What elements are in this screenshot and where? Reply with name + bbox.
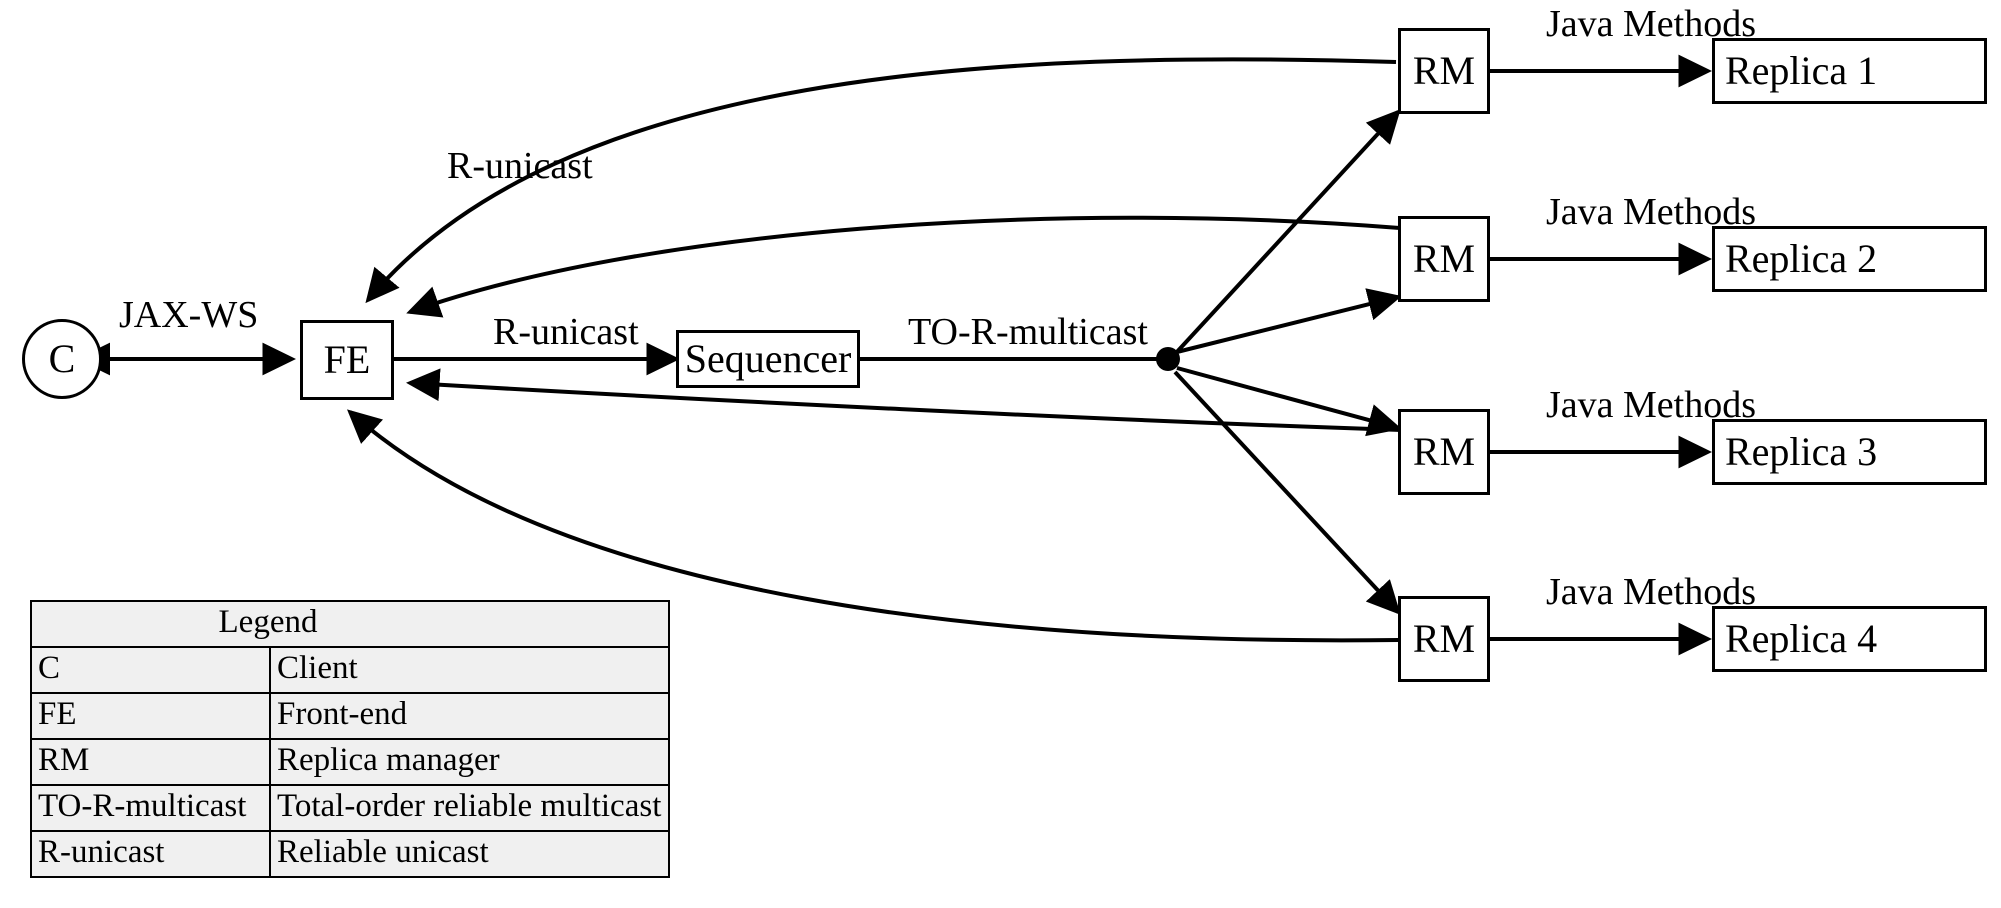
sequencer-node[interactable]: Sequencer (676, 330, 860, 388)
frontend-label: FE (323, 337, 371, 382)
edge-label-java-methods-3: Java Methods (1546, 384, 1757, 426)
legend-title: Legend (30, 600, 670, 648)
legend-key: RM (30, 737, 271, 786)
edge-label-r-unicast-mid: R-unicast (493, 311, 639, 353)
replica-3[interactable]: Replica 3 (1712, 419, 1987, 485)
replica-4[interactable]: Replica 4 (1712, 606, 1987, 672)
edge-junction-rm2 (1176, 288, 1402, 354)
edge-label-jax-ws: JAX-WS (119, 294, 259, 336)
edge-junction-rm3 (1176, 366, 1402, 437)
legend-row: R-unicast Reliable unicast (30, 829, 670, 878)
replica-1[interactable]: Replica 1 (1712, 38, 1987, 104)
replica-2[interactable]: Replica 2 (1712, 226, 1987, 292)
replica-manager-label: RM (1412, 48, 1476, 93)
frontend-node[interactable]: FE (300, 320, 394, 400)
client-label: C (48, 336, 76, 381)
legend-value: Total-order reliable multicast (269, 783, 670, 832)
legend-value: Reliable unicast (269, 829, 670, 878)
replica-manager-label: RM (1412, 429, 1476, 474)
edge-label-java-methods-1: Java Methods (1546, 3, 1757, 45)
sequencer-label: Sequencer (684, 336, 852, 381)
legend-key: C (30, 645, 271, 694)
edge-junction-rm1 (1173, 109, 1401, 356)
legend-key: TO-R-multicast (30, 783, 271, 832)
edge-label-java-methods-4: Java Methods (1546, 571, 1757, 613)
legend-table: Legend C Client FE Front-end RM Replica … (30, 600, 670, 878)
replica-manager-1[interactable]: RM (1398, 28, 1490, 114)
legend-value: Replica manager (269, 737, 670, 786)
legend-row: FE Front-end (30, 691, 670, 740)
legend-row: TO-R-multicast Total-order reliable mult… (30, 783, 670, 832)
multicast-junction-dot (1156, 347, 1180, 371)
client-node[interactable]: C (22, 319, 102, 399)
edge-rm2-frontend (406, 215, 1401, 318)
edge-label-r-unicast-top: R-unicast (447, 145, 593, 187)
replica-label: Replica 4 (1725, 616, 1878, 661)
legend-row: RM Replica manager (30, 737, 670, 786)
legend-value: Client (269, 645, 670, 694)
legend-key: R-unicast (30, 829, 271, 878)
replica-manager-label: RM (1412, 616, 1476, 661)
legend-value: Front-end (269, 691, 670, 740)
replica-manager-3[interactable]: RM (1398, 409, 1490, 495)
replica-label: Replica 3 (1725, 429, 1878, 474)
legend-row: C Client (30, 645, 670, 694)
edge-label-to-r-multicast: TO-R-multicast (908, 311, 1148, 353)
replica-manager-2[interactable]: RM (1398, 216, 1490, 302)
replica-manager-4[interactable]: RM (1398, 596, 1490, 682)
edge-rm3-frontend (406, 368, 1401, 432)
replica-manager-label: RM (1412, 236, 1476, 281)
edge-label-java-methods-2: Java Methods (1546, 191, 1757, 233)
edge-junction-rm4 (1173, 370, 1401, 615)
replica-label: Replica 2 (1725, 236, 1878, 281)
replica-label: Replica 1 (1725, 48, 1878, 93)
legend-header-row: Legend (30, 600, 670, 648)
legend-key: FE (30, 691, 271, 740)
